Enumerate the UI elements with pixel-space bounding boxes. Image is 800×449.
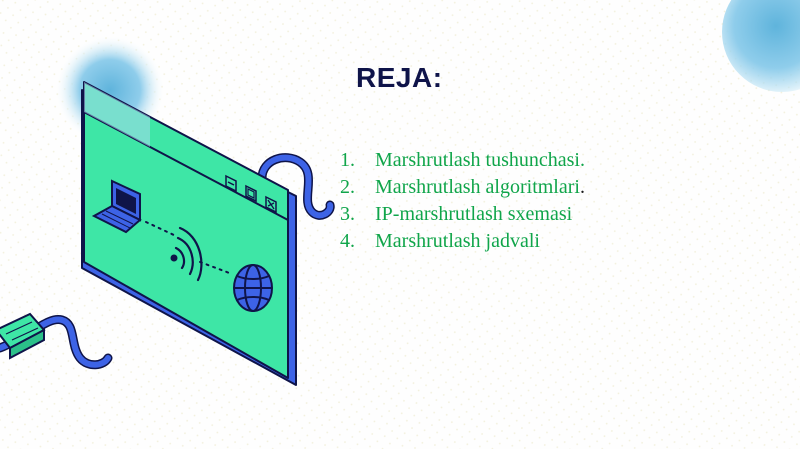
laptop-icon [91, 179, 142, 234]
agenda-item: 4. Marshrutlash jadvali [340, 228, 585, 255]
wifi-icon [170, 226, 203, 282]
agenda-item: 3. IP-marshrutlash sxemasi [340, 201, 585, 228]
slide-title: REJA: [356, 62, 443, 93]
agenda-item-number: 2. [340, 176, 355, 198]
agenda-item-text: Marshrutlash jadvali [375, 230, 540, 252]
minimize-icon [225, 174, 237, 193]
agenda-item-text: IP-marshrutlash sxemasi [375, 203, 573, 225]
usb-plug-icon [0, 312, 46, 360]
maximize-icon [245, 184, 257, 203]
agenda-list: 1. Marshrutlash tushunchasi. 2. Marshrutla… [340, 147, 585, 255]
agenda-item-number: 3. [340, 203, 355, 225]
agenda-item: 2.Marshrutlash algoritmlari. [340, 174, 585, 201]
agenda-item-text: Marshrutlash tushunchasi. [375, 149, 585, 171]
browser-network-illustration [0, 35, 335, 386]
agenda-item-number: 4. [340, 230, 355, 252]
agenda-item-number: 1. [340, 149, 355, 171]
close-icon [265, 195, 277, 214]
globe-icon [233, 264, 273, 312]
agenda-item-text: Marshrutlash algoritmlari [375, 176, 580, 198]
agenda-item: 1. Marshrutlash tushunchasi. [340, 147, 585, 174]
